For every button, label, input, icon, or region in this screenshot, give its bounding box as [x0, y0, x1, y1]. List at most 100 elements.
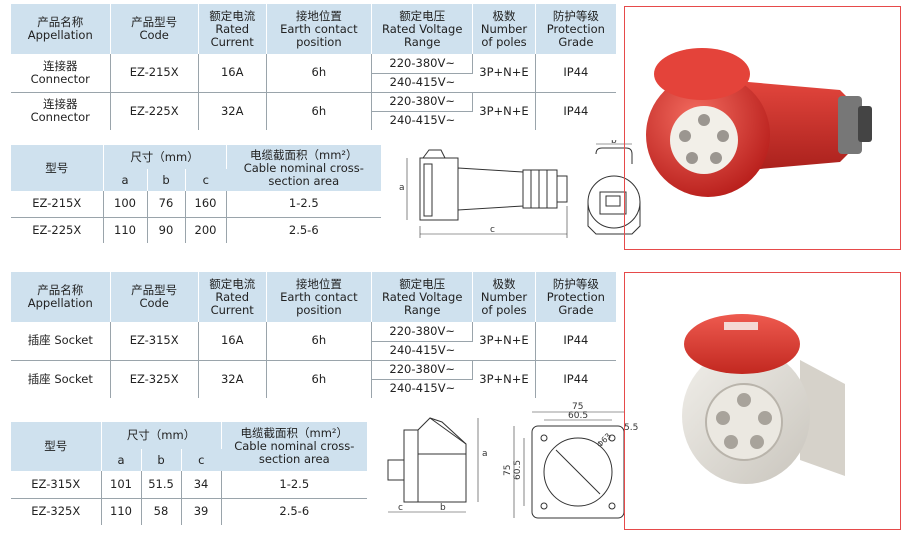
table-cell-grade: IP44 [535, 91, 616, 130]
header-code: 产品型号 Code [110, 272, 199, 322]
table-cell-voltage: 240-415V~ [389, 381, 456, 396]
dim-label-b: b [611, 140, 617, 146]
header-appellation: 产品名称 Appellation [11, 4, 111, 54]
dim-header-a: a [103, 169, 148, 191]
connector-side-drawing: a c [399, 149, 568, 238]
dim-cell-cable: 2.5-6 [226, 216, 382, 243]
dim-cell-b: 90 [147, 216, 186, 243]
table-cell-earth: 6h [266, 91, 373, 130]
dim-cell-c: 39 [181, 497, 222, 525]
table-cell-earth: 6h [266, 54, 373, 92]
dim-cell-b: 51.5 [141, 471, 182, 498]
connector-dimension-table: 型号 尺寸（mm） 电缆截面积（mm²） Cable nominal cross… [11, 145, 382, 243]
header-voltage: 额定电压 Rated Voltage Range [371, 4, 474, 54]
dim-cell-c: 34 [181, 471, 222, 498]
header-grade: 防护等级 Protection Grade [535, 272, 616, 322]
table-cell-name: 插座 Socket [11, 322, 111, 360]
dim-cell-model: EZ-325X [11, 497, 102, 525]
dim-header-cable: 电缆截面积（mm²） Cable nominal cross- section … [226, 145, 382, 191]
dim-cell-a: 110 [101, 497, 142, 525]
header-earth: 接地位置 Earth contact position [266, 272, 373, 322]
dim-label-60-5: 60.5 [568, 411, 588, 421]
dim-label-60-5-vertical: 60.5 [513, 460, 523, 480]
table-cell-code: EZ-315X [110, 322, 199, 360]
dim-header-b: b [141, 449, 182, 471]
table-cell-current: 32A [198, 91, 267, 130]
dim-cell-model: EZ-215X [11, 191, 104, 217]
dim-label-b: b [440, 503, 446, 513]
dim-cell-cable: 1-2.5 [279, 476, 310, 491]
header-current: 额定电流 Rated Current [198, 272, 267, 322]
table-cell-voltage: 240-415V~ [389, 113, 456, 128]
header-grade: 防护等级 Protection Grade [535, 4, 616, 54]
dim-cell-cable: 2.5-6 [221, 497, 368, 525]
table-cell-code: EZ-215X [110, 54, 199, 92]
dim-cell-cable: 1-2.5 [288, 196, 319, 211]
header-poles: 极数 Number of poles [472, 272, 536, 322]
socket-image-frame [624, 272, 901, 530]
dim-header-model: 型号 [11, 422, 102, 471]
connector-spec-table: 产品名称 Appellation 产品型号 Code 额定电流 Rated Cu… [11, 4, 616, 130]
table-cell-poles: 3P+N+E [472, 91, 536, 130]
socket-product-image [682, 314, 845, 484]
dim-cell-a: 101 [101, 471, 142, 498]
socket-dimension-table: 型号 尺寸（mm） 电缆截面积（mm²） Cable nominal cross… [11, 422, 368, 525]
header-earth: 接地位置 Earth contact position [266, 4, 373, 54]
header-poles: 极数 Number of poles [472, 4, 536, 54]
dim-label-5-5: 5.5 [624, 423, 638, 433]
dim-cell-b: 76 [147, 191, 186, 217]
dim-cell-c: 200 [185, 216, 227, 243]
table-cell-poles: 3P+N+E [472, 54, 536, 92]
table-cell-voltage: 220-380V~ [371, 91, 474, 112]
dim-cell-a: 110 [103, 216, 148, 243]
dim-header-size: 尺寸（mm） [101, 422, 222, 449]
socket-side-drawing: a c b [387, 417, 488, 513]
dim-header-cable: 电缆截面积（mm²） Cable nominal cross- section … [221, 422, 368, 471]
table-cell-voltage: 220-380V~ [371, 359, 474, 380]
header-voltage: 额定电压 Rated Voltage Range [371, 272, 474, 322]
dim-header-b: b [147, 169, 186, 191]
dim-cell-c: 160 [185, 191, 227, 217]
table-cell-current: 16A [198, 54, 267, 92]
dim-header-c: c [185, 169, 227, 191]
table-cell-name: 连接器 Connector [11, 54, 111, 92]
dim-label-a: a [482, 449, 488, 459]
table-cell-name: 连接器 Connector [11, 91, 111, 130]
table-cell-voltage: 220-380V~ [371, 54, 474, 74]
header-appellation: 产品名称 Appellation [11, 272, 111, 322]
dim-header-model: 型号 [11, 145, 104, 191]
table-cell-poles: 3P+N+E [472, 322, 536, 360]
table-cell-code: EZ-325X [110, 359, 199, 398]
dim-label-c: c [398, 503, 403, 513]
dim-cell-b: 58 [141, 497, 182, 525]
table-cell-current: 32A [198, 359, 267, 398]
header-code: 产品型号 Code [110, 4, 199, 54]
dim-label-c: c [490, 225, 495, 235]
table-cell-voltage: 240-415V~ [389, 343, 456, 357]
dim-label-75-vertical: 75 [503, 465, 513, 476]
table-cell-voltage: 240-415V~ [389, 75, 456, 89]
header-current: 额定电流 Rated Current [198, 4, 267, 54]
connector-product-image [646, 48, 872, 197]
dim-header-c: c [181, 449, 222, 471]
table-cell-grade: IP44 [535, 359, 616, 398]
connector-front-drawing: b [587, 140, 641, 235]
table-cell-earth: 6h [266, 359, 373, 398]
table-cell-name: 插座 Socket [11, 359, 111, 398]
dim-header-size: 尺寸（mm） [103, 145, 227, 169]
socket-front-drawing: 75 60.5 5.5 Φ63 75 60.5 [503, 402, 638, 519]
connector-image-frame [624, 6, 901, 250]
dim-label-75: 75 [572, 402, 583, 412]
table-cell-voltage: 220-380V~ [371, 322, 474, 342]
table-cell-grade: IP44 [563, 65, 589, 80]
dim-label-phi63: Φ63 [595, 431, 613, 449]
dim-cell-model: EZ-315X [11, 471, 102, 498]
socket-spec-table: 产品名称 Appellation 产品型号 Code 额定电流 Rated Cu… [11, 272, 616, 398]
table-cell-grade: IP44 [563, 333, 589, 348]
table-cell-earth: 6h [266, 322, 373, 360]
table-cell-poles: 3P+N+E [472, 359, 536, 398]
dim-cell-a: 100 [103, 191, 148, 217]
dim-label-a: a [399, 183, 405, 193]
dim-cell-model: EZ-225X [11, 216, 104, 243]
dim-header-a: a [101, 449, 142, 471]
